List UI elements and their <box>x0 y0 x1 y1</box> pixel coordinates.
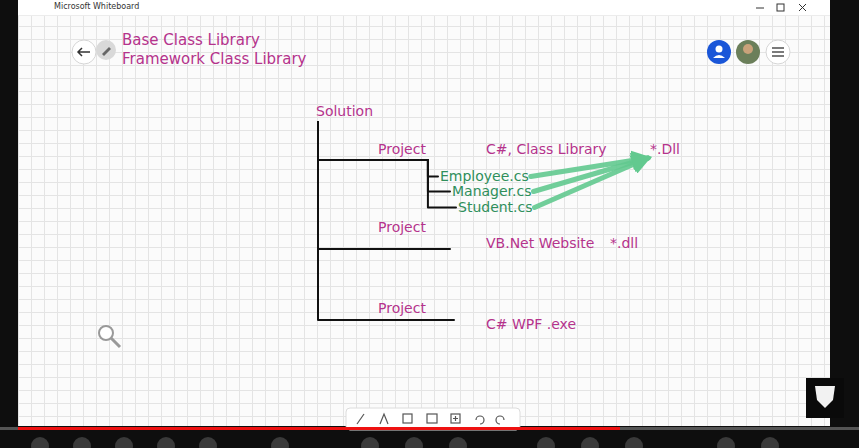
branch-extension <box>428 248 450 250</box>
photo-avatar-face <box>743 44 753 54</box>
edit-button <box>96 40 116 60</box>
project-label: Project <box>376 141 428 160</box>
window-controls <box>756 4 806 11</box>
node-text: *.Dll <box>650 141 680 158</box>
project-type: C#, Class Library <box>486 141 607 158</box>
root-label: Solution <box>314 103 375 122</box>
title-bar <box>18 0 830 16</box>
toolbar-icons <box>357 414 504 424</box>
file-label: Manager.cs <box>450 183 534 200</box>
node-text: Solution <box>316 103 373 120</box>
project-label: Project <box>376 219 428 249</box>
output-type: *.dll <box>610 235 638 252</box>
window-title: Microsoft Whiteboard <box>54 2 139 12</box>
progress-track <box>0 427 859 430</box>
project-label: Project <box>376 300 428 320</box>
channel-logo <box>806 378 844 418</box>
user-avatar-body <box>713 55 725 58</box>
photo-avatar <box>736 40 760 64</box>
branch-extension <box>428 319 454 321</box>
toolbar <box>346 408 520 430</box>
tree-connector <box>318 122 428 160</box>
node-text: Student.cs <box>458 199 533 216</box>
progress-bar <box>18 427 620 430</box>
output-label: *.Dll <box>648 141 682 160</box>
edit-icon <box>102 47 111 56</box>
node-text: Employee.cs <box>440 168 529 185</box>
tree-connector <box>318 122 428 249</box>
magnifier-icon <box>99 326 120 347</box>
tree-connector <box>318 122 428 320</box>
tree-connector <box>428 160 438 177</box>
menu-button <box>766 40 790 64</box>
build-arrow <box>535 158 648 208</box>
note-text: Base Class Library <box>122 31 260 49</box>
node-text: Project <box>378 141 426 158</box>
project-type: C# WPF .exe <box>486 316 576 333</box>
node-text: Project <box>378 300 426 317</box>
participant-thumbnails <box>31 437 779 448</box>
file-label: Student.cs <box>456 199 535 216</box>
file-label: Employee.cs <box>438 168 531 185</box>
back-arrow <box>78 48 90 56</box>
node-text: Manager.cs <box>452 183 532 200</box>
node-text: Project <box>378 219 426 236</box>
back-button <box>72 40 96 64</box>
user-avatar <box>707 40 731 64</box>
project-type: VB.Net Website <box>486 235 594 252</box>
user-avatar-head <box>716 46 723 53</box>
menu-icon <box>772 48 784 56</box>
logo-shield <box>815 386 835 408</box>
note-text: Framework Class Library <box>122 50 306 68</box>
